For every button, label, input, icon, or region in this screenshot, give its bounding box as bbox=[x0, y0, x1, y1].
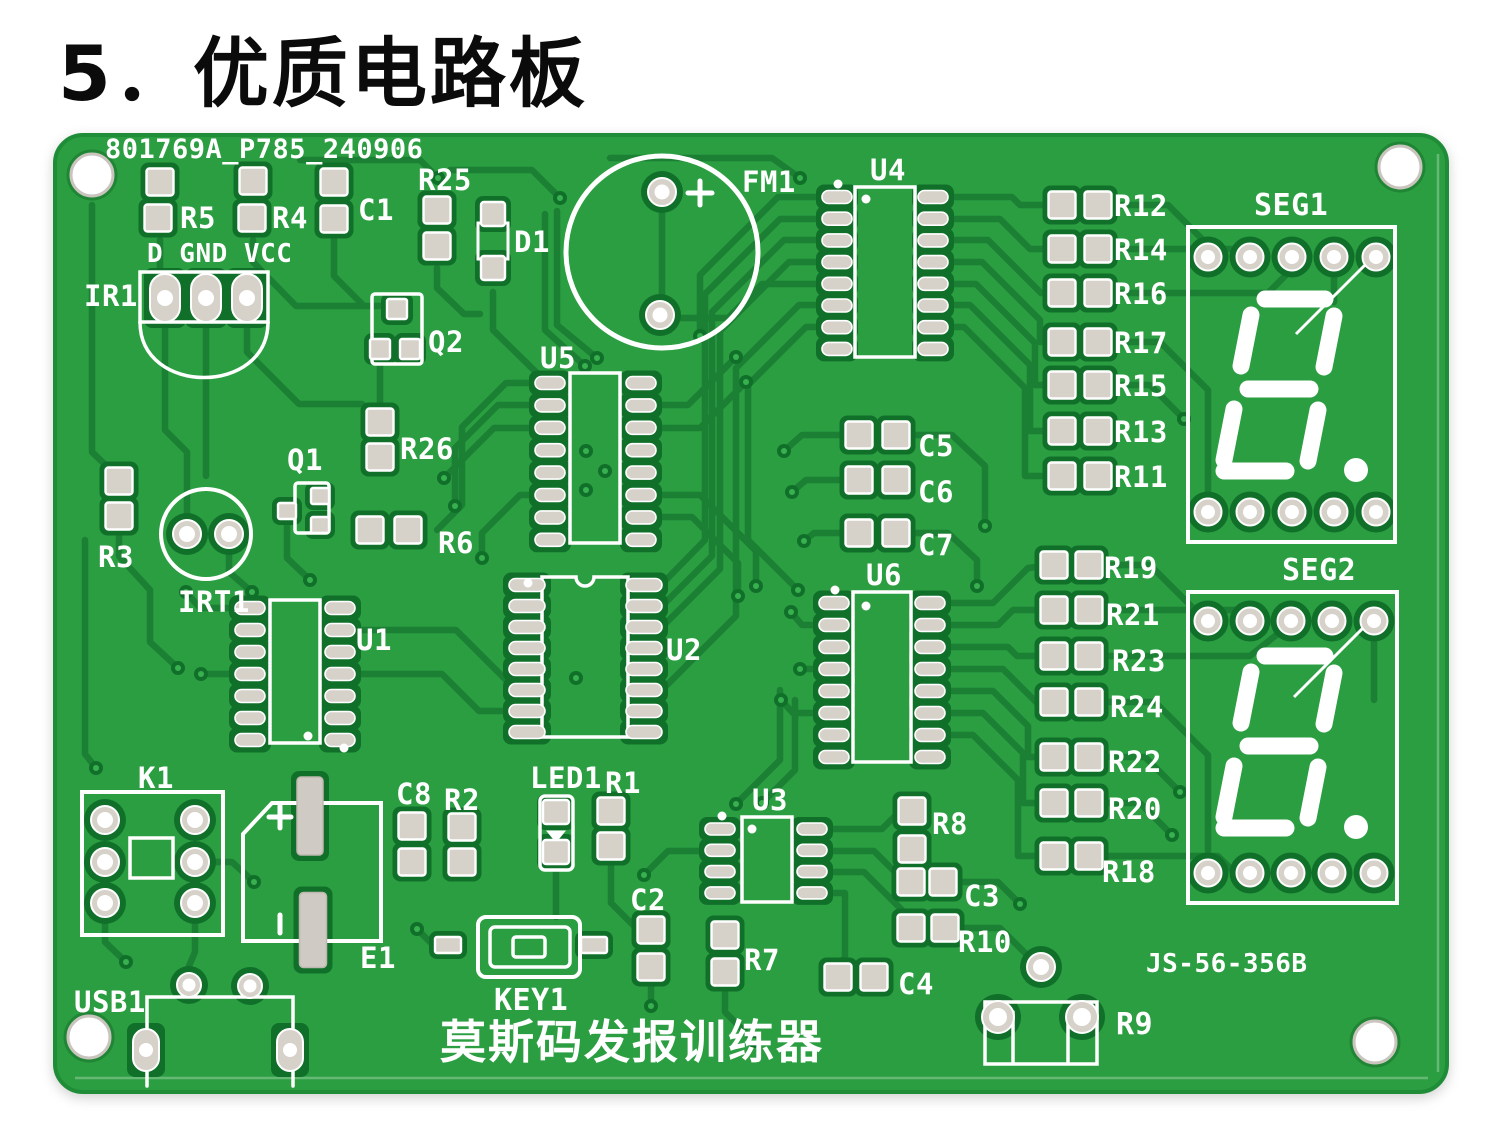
silk-label-u3: U3 bbox=[752, 783, 788, 817]
silk-label-model: JS-56-356B bbox=[1146, 949, 1308, 979]
silk-label-r16: R16 bbox=[1114, 277, 1168, 311]
silk-label-r11: R11 bbox=[1114, 460, 1168, 494]
silk-label-q2: Q2 bbox=[428, 325, 464, 359]
silk-label-c2: C2 bbox=[630, 883, 666, 917]
silk-label-r10: R10 bbox=[958, 925, 1012, 959]
silk-label-r1: R1 bbox=[605, 766, 641, 800]
silk-label-r20: R20 bbox=[1108, 792, 1162, 826]
silk-label-seg2: SEG2 bbox=[1282, 553, 1356, 588]
silk-label-r5: R5 bbox=[180, 201, 216, 235]
silk-label-u6: U6 bbox=[866, 558, 902, 592]
silk-label-u4: U4 bbox=[870, 153, 906, 187]
silk-label-k1: K1 bbox=[138, 761, 174, 795]
silk-label-ir1: IR1 bbox=[84, 279, 138, 313]
silk-label-product: 莫斯码发报训练器 bbox=[440, 1015, 824, 1069]
silk-label-r15: R15 bbox=[1114, 369, 1168, 403]
silk-label-ir1-pins: D GND VCC bbox=[147, 239, 292, 269]
silk-label-r3: R3 bbox=[98, 540, 134, 574]
silk-label-key1: KEY1 bbox=[494, 983, 568, 1018]
silk-label-e1: E1 bbox=[360, 941, 396, 975]
silk-label-serial: 801769A_P785_240906 bbox=[105, 134, 423, 165]
silk-label-r25: R25 bbox=[418, 163, 472, 197]
silk-label-irt1: IRT1 bbox=[178, 585, 250, 619]
silk-label-r21: R21 bbox=[1106, 598, 1160, 632]
silk-label-r22: R22 bbox=[1108, 745, 1162, 779]
silk-label-r26: R26 bbox=[400, 432, 454, 466]
silk-label-c6: C6 bbox=[918, 475, 954, 509]
silk-label-c8: C8 bbox=[396, 777, 432, 811]
silk-label-c1: C1 bbox=[358, 193, 394, 227]
silk-dots bbox=[303, 179, 871, 834]
silk-label-r19: R19 bbox=[1104, 551, 1158, 585]
silk-label-c4: C4 bbox=[898, 967, 934, 1001]
silk-label-r13: R13 bbox=[1114, 415, 1168, 449]
silk-label-u2: U2 bbox=[666, 633, 702, 667]
silk-label-r12: R12 bbox=[1114, 189, 1168, 223]
silk-label-q1: Q1 bbox=[287, 443, 323, 477]
silk-label-r4: R4 bbox=[272, 201, 308, 235]
silk-label-r24: R24 bbox=[1110, 690, 1164, 724]
silk-label-r7: R7 bbox=[744, 943, 780, 977]
silk-label-r17: R17 bbox=[1114, 326, 1168, 360]
silk-label-c7: C7 bbox=[918, 528, 954, 562]
silk-label-r6: R6 bbox=[438, 526, 474, 560]
board-edge-bevel bbox=[75, 154, 1440, 1080]
page-title: 5．优质电路板 bbox=[58, 29, 588, 118]
silk-label-d1: D1 bbox=[514, 225, 550, 259]
silk-label-u1: U1 bbox=[356, 623, 392, 657]
silk-label-r9: R9 bbox=[1116, 1007, 1153, 1042]
silk-label-r18: R18 bbox=[1102, 855, 1156, 889]
silk-label-u5: U5 bbox=[540, 341, 576, 375]
silkscreen-graphics bbox=[80, 153, 1399, 1088]
silk-label-r8: R8 bbox=[932, 807, 968, 841]
silk-label-r2: R2 bbox=[444, 783, 480, 817]
silk-label-c5: C5 bbox=[918, 429, 954, 463]
silk-label-r23: R23 bbox=[1112, 644, 1166, 678]
silk-label-usb1: USB1 bbox=[74, 985, 146, 1019]
silk-label-seg1: SEG1 bbox=[1254, 188, 1328, 223]
silk-label-r14: R14 bbox=[1114, 233, 1168, 267]
silk-label-c3: C3 bbox=[964, 879, 1000, 913]
silk-label-led1: LED1 bbox=[530, 761, 602, 795]
silk-label-fm1: FM1 bbox=[742, 165, 796, 199]
pads bbox=[66, 144, 1423, 1072]
